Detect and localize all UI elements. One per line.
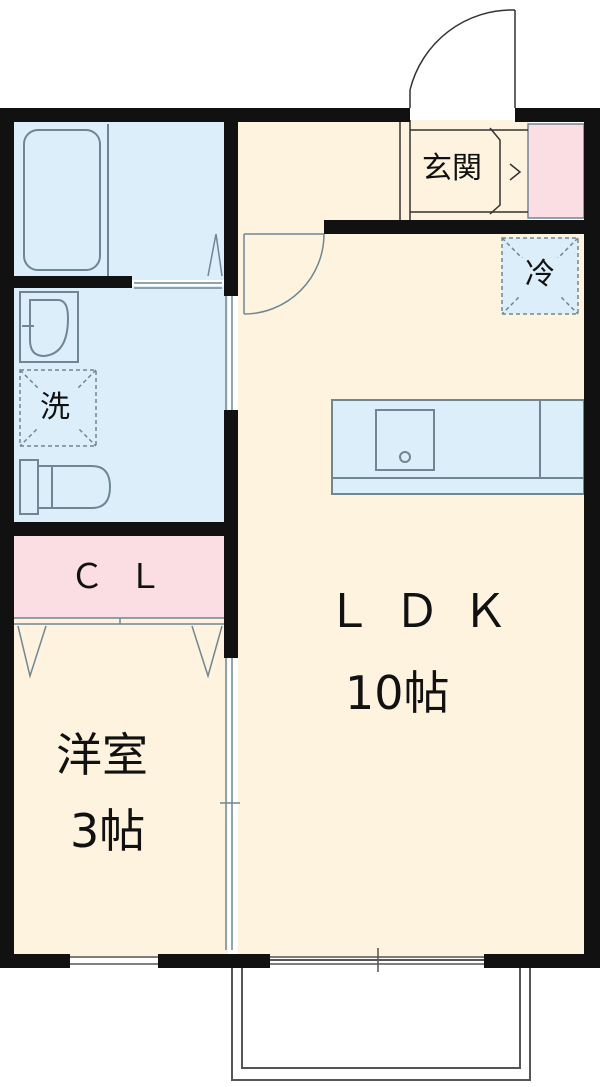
- entrance-area: [399, 120, 528, 220]
- shoe-cabinet: [527, 123, 585, 219]
- closet-label: ＣＬ: [70, 557, 186, 597]
- kitchen-counter: [331, 399, 585, 495]
- hall-floor: [238, 120, 530, 228]
- washing-machine-space: [19, 369, 97, 447]
- sink: [375, 409, 435, 471]
- entrance-label: 玄関: [422, 151, 482, 186]
- entrance-door: [409, 9, 516, 108]
- drain-icon: [399, 451, 411, 463]
- refrigerator-label: 冷: [525, 257, 555, 292]
- bathroom-door: [134, 233, 223, 289]
- windows: [70, 948, 484, 972]
- toilet: [19, 459, 112, 515]
- balcony: [231, 959, 531, 1081]
- walls: [0, 108, 600, 968]
- bathtub: [23, 124, 109, 276]
- washbasin: [19, 291, 79, 363]
- ldk-floor: [238, 228, 584, 958]
- western-room-name: 洋室: [56, 728, 148, 782]
- washer-label: 洗: [40, 390, 70, 425]
- ldk-room-size: 10帖: [345, 666, 450, 720]
- ldk-door: [243, 233, 325, 315]
- sliding-partition: [220, 296, 240, 950]
- western-room-floor: [14, 618, 228, 958]
- ldk-room-name: ＬＤＫ: [326, 584, 530, 638]
- refrigerator-space: [501, 237, 579, 315]
- closet-floor: [14, 536, 228, 618]
- closet-doors: [14, 617, 228, 679]
- western-room-size: 3帖: [70, 804, 146, 858]
